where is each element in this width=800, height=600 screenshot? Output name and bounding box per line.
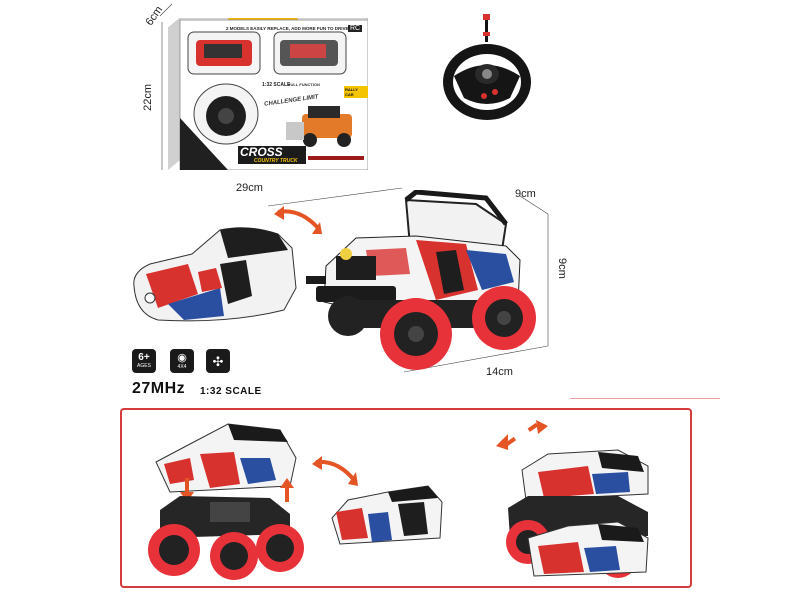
up-arrow-right [280, 478, 294, 502]
box-scale-label: 1:32 SCALE [262, 82, 291, 88]
swap-arrow-icon [274, 206, 322, 234]
assembled-monster-truck [306, 190, 546, 374]
remote-controller [440, 14, 534, 124]
car-width-label: 9cm [515, 188, 536, 200]
box-logo-subtitle: COUNTRY TRUCK [254, 158, 298, 164]
wheel-icon: ◉ [177, 352, 187, 364]
direction-badge: ✣ [206, 349, 230, 373]
product-box: RC 2 MODELS EASILY REPLACE, ADD MORE FUN… [168, 18, 368, 170]
box-feature-label: FULL FUNCTION [288, 82, 320, 87]
box-tagline: 2 MODELS EASILY REPLACE, ADD MORE FUN TO… [226, 26, 349, 31]
up-arrow-diagonal [496, 420, 552, 450]
box-height-label: 22cm [142, 84, 154, 111]
arrow-diagonal-icon [496, 420, 548, 450]
product-box-illustration [168, 18, 368, 170]
age-sub-label: AGES [137, 363, 151, 369]
box-logo: CROSS [240, 145, 283, 159]
demo-chassis [140, 488, 310, 584]
demo-swap-stack [498, 446, 658, 582]
demo-shell-alternate [328, 482, 446, 552]
separator-line [570, 398, 720, 399]
swap-arrow-middle [312, 454, 362, 492]
detached-car-shell [128, 224, 300, 328]
box-rc-badge: RC [348, 25, 363, 32]
car-height-label: 9cm [556, 258, 568, 279]
age-badge: 6+ AGES [132, 349, 156, 373]
remote-controller-illustration [443, 14, 531, 120]
car-length-label: 29cm [236, 182, 263, 194]
demo-chassis-illustration [148, 496, 304, 580]
monster-truck-illustration [306, 190, 536, 370]
swap-demo-frame [120, 408, 692, 588]
swap-arrow-icon [312, 456, 358, 486]
drive-label: 4X4 [177, 364, 187, 370]
car-depth-label: 14cm [486, 366, 513, 378]
four-wheel-drive-badge: ◉ 4X4 [170, 349, 194, 373]
car-shell-illustration [133, 227, 297, 322]
frequency-label: 27MHz [132, 380, 186, 397]
swap-arrow-top [274, 204, 326, 242]
arrow-up-icon [280, 478, 294, 502]
age-value: 6+ [138, 352, 150, 363]
demo-shell-lifted [150, 418, 300, 498]
demo-shell-lifted-illustration [155, 423, 297, 493]
demo-shell-alternate-illustration [331, 485, 443, 545]
scale-label: 1:32 SCALE [200, 386, 262, 397]
direction-arrows-icon: ✣ [212, 353, 224, 369]
demo-swap-stack-illustration [506, 449, 649, 578]
box-brand-tag: RALLY CAR [344, 86, 368, 98]
